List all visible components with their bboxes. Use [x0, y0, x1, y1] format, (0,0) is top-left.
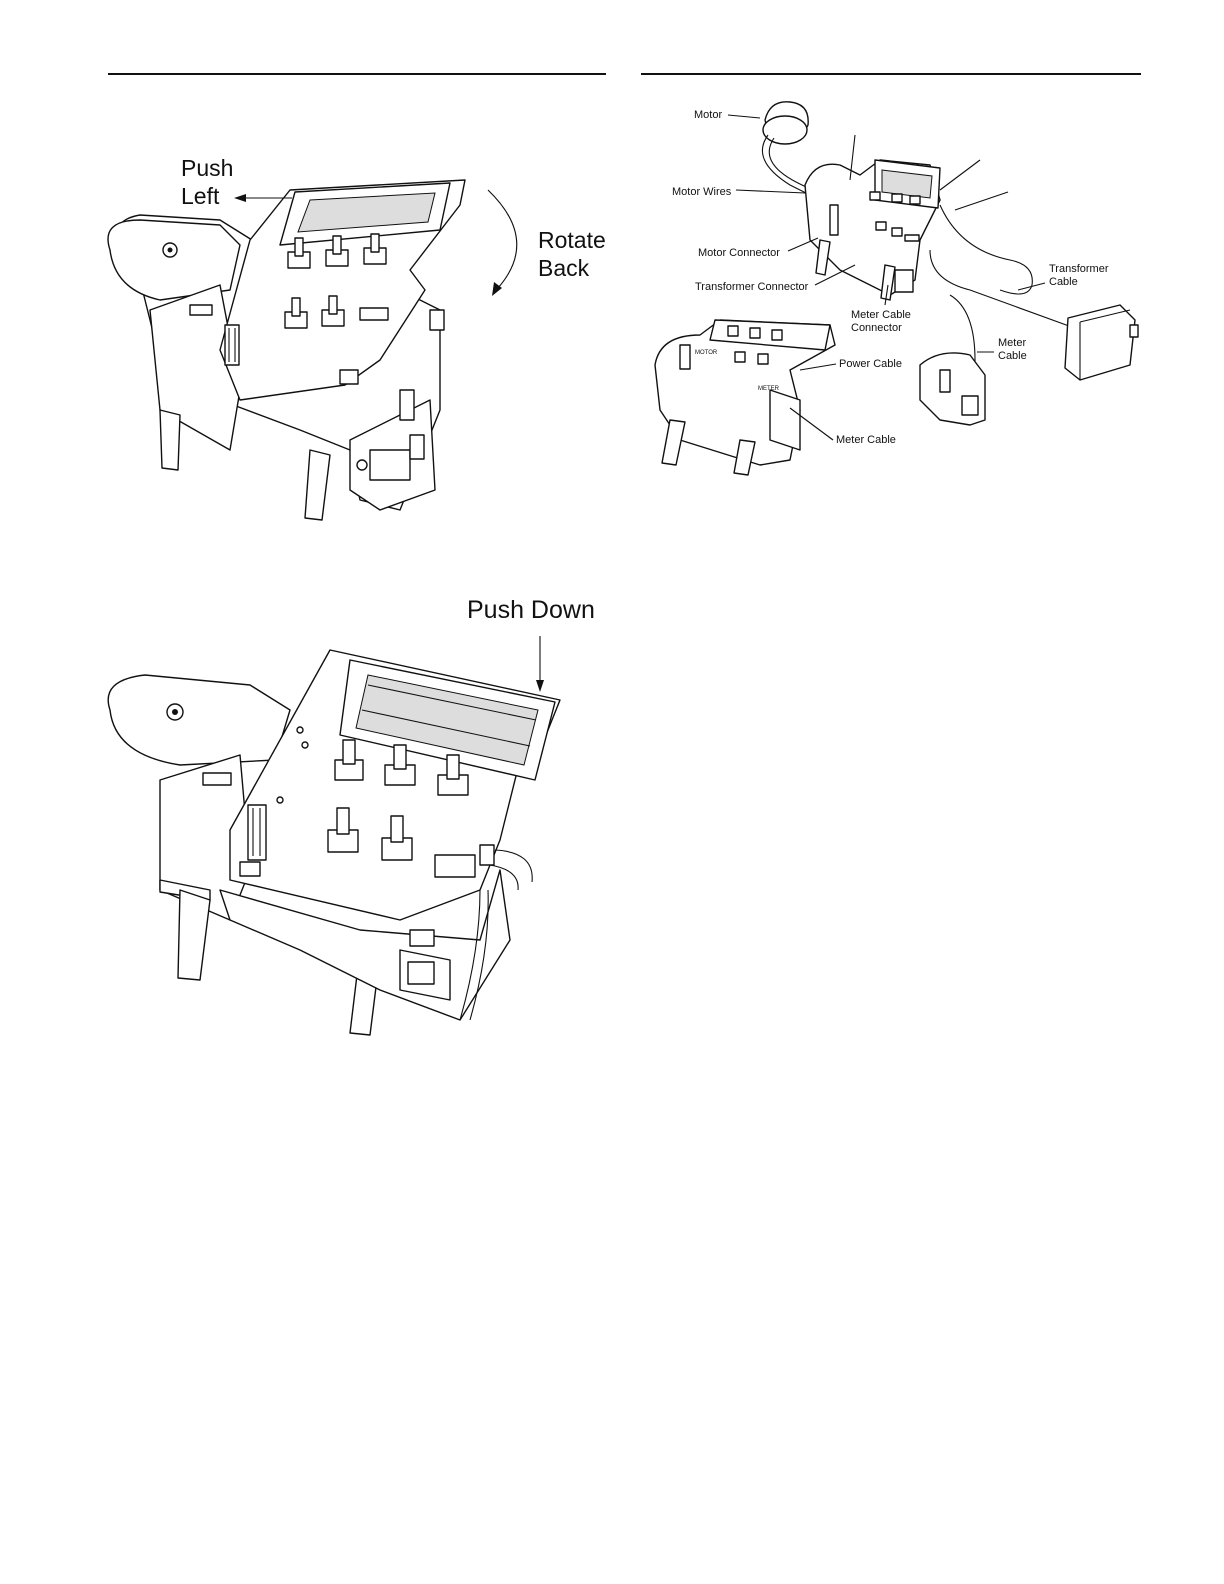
callout-transformer-connector: Transformer Connector [695, 281, 808, 294]
rotate-back-label: Rotate Back [538, 226, 606, 282]
header-rule-right [641, 73, 1141, 75]
figure-install-board: Push Down [100, 590, 610, 1050]
push-left-label: Push Left [181, 154, 233, 210]
silkscreen-meter: METER [758, 386, 779, 393]
header-rule-left [108, 73, 606, 75]
callout-transformer-cable: Transformer Cable [1049, 263, 1109, 289]
callout-power-cable: Power Cable [839, 358, 902, 371]
figure-remove-board: Push Left Rotate Back [100, 150, 610, 530]
silkscreen-motor: MOTOR [695, 350, 717, 357]
callout-meter-cable-connector: Meter Cable Connector [851, 309, 911, 335]
callout-motor: Motor [694, 109, 722, 122]
callout-motor-wires: Motor Wires [672, 186, 731, 199]
figure-cable-connections: Motor Motor Wires Motor Connector Transf… [640, 90, 1140, 490]
push-down-label: Push Down [467, 596, 595, 624]
callout-meter-cable-upper: Meter Cable [998, 337, 1027, 363]
callout-meter-cable-lower: Meter Cable [836, 434, 896, 447]
install-board-drawing [100, 590, 610, 1050]
remove-board-drawing [100, 150, 610, 530]
callout-motor-connector: Motor Connector [698, 247, 780, 260]
